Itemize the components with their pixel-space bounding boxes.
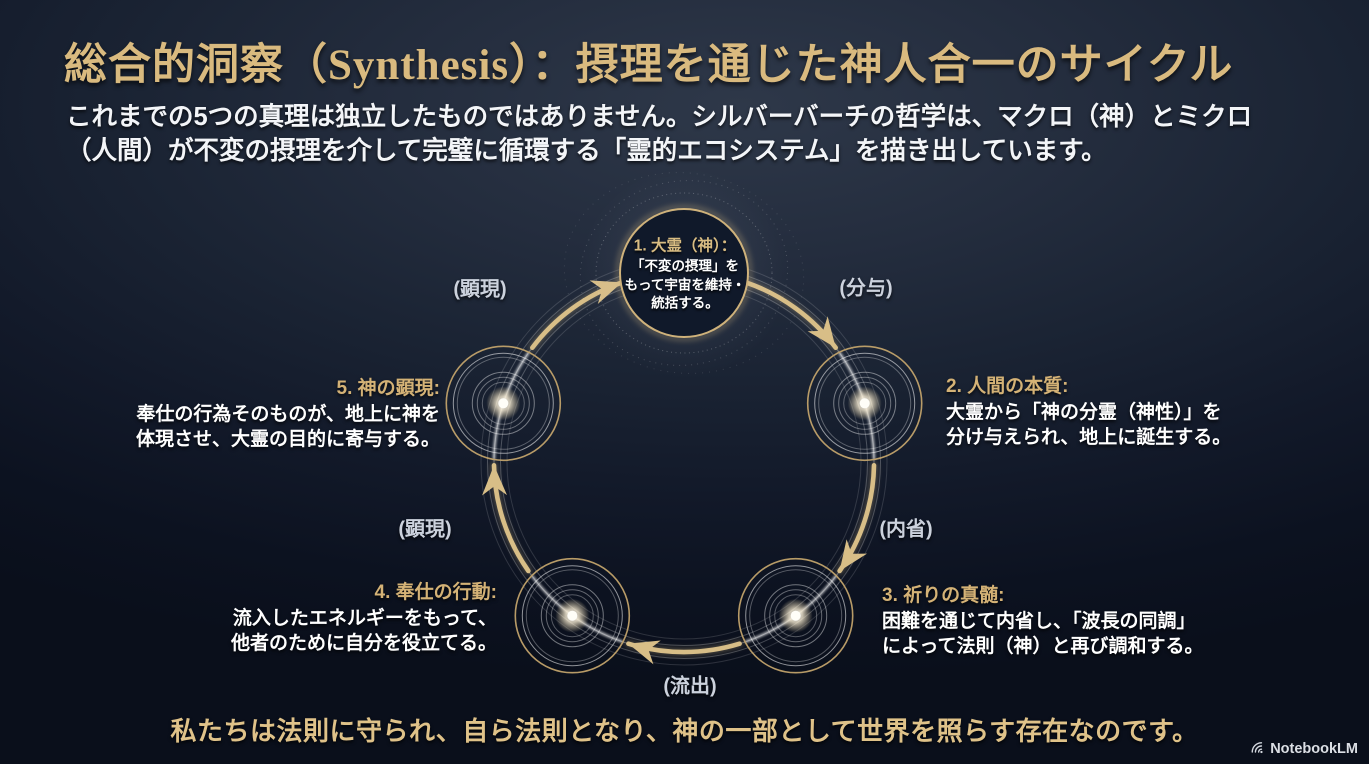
intro-text: これまでの5つの真理は独立したものではありません。シルバーバーチの哲学は、マクロ… [66, 100, 1252, 168]
node-2-text: 2. 人間の本質: 大霊から「神の分霊（神性）」を 分け与えられ、地上に誕生する… [946, 376, 1232, 448]
node-1-heading: 1. 大霊（神）： [633, 237, 737, 255]
arc-label-manifest-top: (顕現) [453, 278, 507, 301]
node-1-text: 1. 大霊（神）： 「不変の摂理」を もって宇宙を維持・ 統括する。 [617, 233, 753, 313]
page-title: 総合的洞察（Synthesis）：摂理を通じた神人合一のサイクル [64, 42, 1234, 89]
arc-label-introspect: (内省) [879, 518, 933, 541]
light-streaks [492, 351, 876, 643]
intro-line-2: （人間）が不変の摂理を介して完璧に循環する「霊的エコシステム」を描き出しています… [66, 137, 1107, 165]
arc-label-manifest-left: (顕現) [398, 518, 452, 541]
node-4-text: 4. 奉仕の行動: 流入したエネルギーをもって、 他者のために自分を役立てる。 [230, 582, 497, 654]
node-5-rings [445, 345, 562, 462]
node-1-circle [563, 168, 805, 378]
notebooklm-logo-icon [1251, 742, 1263, 754]
notebooklm-watermark: NotebookLM [1248, 740, 1358, 757]
notebooklm-brand-text: NotebookLM [1270, 740, 1358, 757]
arc-label-give: (分与) [839, 277, 893, 300]
node-5-text: 5. 神の顕現: 奉仕の行為そのものが、地上に神を 体現させ、大霊の目的に寄与す… [135, 378, 440, 450]
intro-line-1: これまでの5つの真理は独立したものではありません。シルバーバーチの哲学は、マクロ… [66, 103, 1253, 131]
tagline: 私たちは法則に守られ、自ら法則となり、神の一部として世界を照らす存在なのです。 [170, 716, 1199, 746]
node-3-rings [737, 557, 854, 674]
node-4-rings [514, 557, 631, 674]
node-3-text: 3. 祈りの真髄: 困難を通じて内省し、「波長の同調」 によって法則（神）と再び… [882, 585, 1204, 657]
node-2-rings [806, 345, 923, 462]
arc-label-outflow: (流出) [663, 675, 717, 698]
